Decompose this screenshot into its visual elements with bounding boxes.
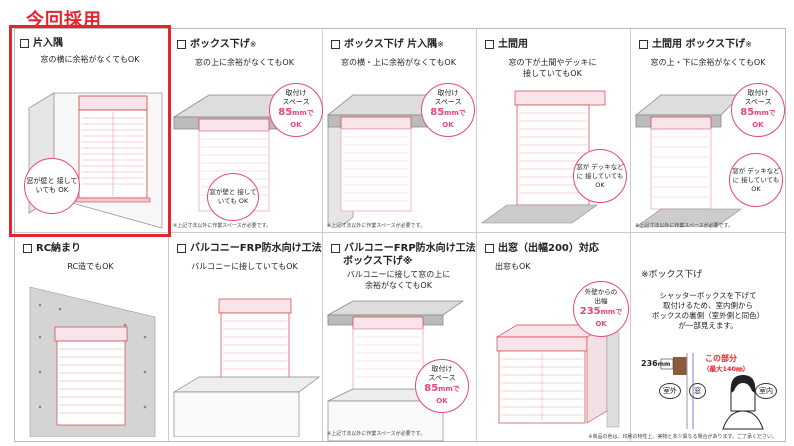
speech-bubble: 窓が壁と 接していても OK xyxy=(24,158,80,214)
checkbox-icon xyxy=(20,38,29,48)
option-box-sage[interactable]: ボックス下げ※ 窓の上に余裕がなくてもOK 取付け スペース 85mmで OK … xyxy=(169,29,323,233)
option-title: バルコニーFRP防水向け工法 xyxy=(177,239,322,254)
option-bay-window[interactable]: 出窓（出幅200）対応 出窓もOK 外壁からの 出幅 235mmで OK xyxy=(477,233,629,441)
bay-depth-bubble: 外壁からの 出幅 235mmで OK xyxy=(573,281,629,337)
page-footnote: ※商品の色は、印刷の特性上、実物と多少異なる場合があります。ご了承ください。 xyxy=(588,434,777,440)
checkbox-icon xyxy=(639,39,648,49)
window-illustration xyxy=(326,94,449,227)
checkbox-icon xyxy=(177,243,186,253)
max-dimension-label: （最大140㎜） xyxy=(703,365,750,373)
explanation-title: ※ボックス下げ xyxy=(641,270,703,280)
speech-bubble: 窓が壁と 接していても OK xyxy=(207,173,259,221)
dimension-label: 236mm xyxy=(641,359,671,368)
option-desc: 窓の横に余裕がなくてもOK xyxy=(40,55,140,64)
section-diagram xyxy=(660,353,764,430)
option-title: ボックス下げ 片入隅※ xyxy=(331,35,444,50)
footnote: ※上記寸法以外に作業スペースが必要です。 xyxy=(173,223,272,229)
option-title: 片入隅 xyxy=(20,34,63,49)
checkbox-icon xyxy=(331,243,340,253)
option-doma[interactable]: 土間用 窓の下が土間やデッキに 接していてもOK 窓が デッキなどに 接していて… xyxy=(477,29,628,233)
window-illustration xyxy=(634,94,742,227)
checkbox-icon xyxy=(485,243,494,253)
option-title: バルコニーFRP防水向け工法 xyxy=(331,239,476,254)
option-desc: 窓の下が土間やデッキに 接していてもOK xyxy=(508,58,597,78)
option-title-line2: ボックス下げ※ xyxy=(343,256,413,267)
option-title: 出窓（出幅200）対応 xyxy=(485,239,599,254)
footnote: ※上記寸法以外に作業スペースが必要です。 xyxy=(635,223,734,229)
option-desc: RC造でもOK xyxy=(67,262,114,271)
option-box-sage-kata-irisumi[interactable]: ボックス下げ 片入隅※ 窓の横・上に余裕がなくてもOK 取付け スペース 85m… xyxy=(323,29,475,233)
explanation-text: シャッターボックスを下げて 取付けるため、室内側から ボックスの裏側（室外側と同… xyxy=(651,291,765,330)
option-desc: 窓の横・上に余裕がなくてもOK xyxy=(341,58,456,67)
window-illustration xyxy=(481,90,606,224)
install-space-bubble: 取付け スペース 85mmで OK xyxy=(731,83,785,137)
option-desc: 窓の上・下に余裕がなくてもOK xyxy=(650,58,766,67)
option-desc: 窓の上に余裕がなくてもOK xyxy=(195,58,294,67)
option-balcony-frp[interactable]: バルコニーFRP防水向け工法 バルコニーに接していてもOK xyxy=(169,233,322,441)
outdoor-label: 室外 xyxy=(659,383,681,399)
install-space-bubble: 取付け スペース 85mmで OK xyxy=(415,359,469,413)
option-rc[interactable]: RC納まり RC造でもOK xyxy=(15,233,166,441)
window-illustration xyxy=(29,286,156,437)
col-divider xyxy=(322,29,323,441)
box-sage-explanation: ※ボックス下げ シャッターボックスを下げて 取付けるため、室内側から ボックスの… xyxy=(631,233,785,441)
install-space-bubble: 取付け スペース 85mmで OK xyxy=(269,83,323,137)
options-sheet: 片入隅 窓の横に余裕がなくてもOK 窓が壁と 接していても OK ボックス下げ※… xyxy=(9,25,786,442)
indoor-label: 室内 xyxy=(755,383,777,399)
checkbox-icon xyxy=(23,243,32,253)
row-divider xyxy=(15,232,785,233)
checkbox-icon xyxy=(177,39,186,49)
option-doma-box-sage[interactable]: 土間用 ボックス下げ※ 窓の上・下に余裕がなくてもOK 取付け スペース 85m… xyxy=(631,29,785,233)
window-label: 窓 xyxy=(689,383,706,399)
col-divider xyxy=(630,29,631,441)
option-title: 土間用 xyxy=(485,35,528,50)
this-part-label: この部分 xyxy=(705,354,737,363)
option-desc: 出窓もOK xyxy=(495,262,531,271)
footnote: ※上記寸法以外に作業スペースが必要です。 xyxy=(327,223,426,229)
col-divider xyxy=(476,29,477,441)
window-illustration xyxy=(172,298,320,437)
option-title: 土間用 ボックス下げ※ xyxy=(639,35,752,50)
footnote: ※上記寸法以外に作業スペースが必要です。 xyxy=(327,431,426,437)
speech-bubble: 窓が デッキなどに 接していても OK xyxy=(573,149,627,203)
checkbox-icon xyxy=(331,39,340,49)
option-desc: バルコニーに接していてもOK xyxy=(191,262,298,271)
option-desc: バルコニーに接して窓の上に 余裕がなくてもOK xyxy=(346,270,451,290)
option-title: RC納まり xyxy=(23,239,81,254)
option-title: ボックス下げ※ xyxy=(177,35,256,50)
checkbox-icon xyxy=(485,39,494,49)
install-space-bubble: 取付け スペース 85mmで OK xyxy=(421,83,475,137)
window-illustration xyxy=(495,316,620,428)
option-balcony-frp-box-sage[interactable]: バルコニーFRP防水向け工法 ボックス下げ※ バルコニーに接して窓の上に 余裕が… xyxy=(323,233,476,442)
option-kata-irisumi[interactable]: 片入隅 窓の横に余裕がなくてもOK 窓が壁と 接していても OK xyxy=(9,25,171,237)
speech-bubble: 窓が デッキなどに 接していても OK xyxy=(729,153,783,207)
window-illustration xyxy=(28,92,163,229)
